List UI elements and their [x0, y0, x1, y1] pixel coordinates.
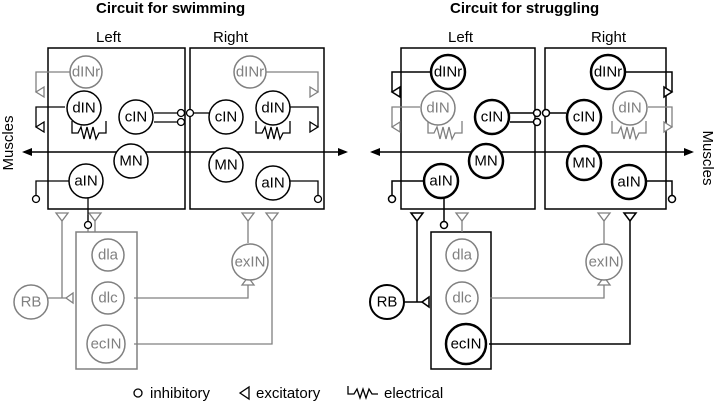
svg-text:RB: RB: [377, 294, 398, 311]
svg-text:aIN: aIN: [74, 173, 97, 190]
left-hemicord-box: [400, 47, 536, 210]
left-cIN-neuron: cIN: [118, 99, 154, 135]
svg-text:MN: MN: [119, 153, 142, 170]
RB-neuron: RB: [13, 284, 49, 320]
excitatory-synapse-icon: [238, 385, 250, 401]
muscle-arrow: [370, 148, 694, 156]
svg-text:cIN: cIN: [481, 109, 504, 126]
panel-title: Circuit for struggling: [450, 0, 599, 17]
svg-text:aIN: aIN: [429, 173, 452, 190]
electrical-synapse-icon: [347, 386, 378, 401]
panel-struggling: Circuit for struggling Left Right Muscle…: [369, 0, 714, 370]
right-cIN-neuron: cIN: [565, 98, 603, 136]
legend-excitatory: excitatory: [256, 385, 321, 402]
left-cIN-neuron: cIN: [473, 98, 511, 136]
svg-text:aIN: aIN: [261, 175, 284, 192]
left-dIN-neuron: dIN: [420, 90, 456, 126]
right-aIN-neuron: aIN: [610, 163, 648, 201]
svg-text:RB: RB: [21, 294, 42, 311]
sensory-pathway-box: [75, 231, 138, 370]
svg-text:dINr: dINr: [236, 64, 264, 81]
right-label: Right: [591, 29, 627, 46]
left-dINr-neuron: dINr: [429, 53, 467, 91]
panel-title: Circuit for swimming: [96, 0, 245, 17]
legend: inhibitory excitatory electrical: [133, 385, 443, 402]
svg-text:dla: dla: [452, 247, 473, 264]
svg-text:dIN: dIN: [618, 100, 641, 117]
right-label: Right: [213, 29, 249, 46]
svg-text:ecIN: ecIN: [451, 336, 482, 353]
exIN-neuron: exIN: [585, 243, 623, 281]
ecIN-neuron: ecIN: [86, 324, 126, 364]
svg-text:dIN: dIN: [261, 100, 284, 117]
right-hemicord-box: [189, 47, 325, 210]
right-aIN-neuron: aIN: [255, 165, 291, 201]
svg-text:dla: dla: [98, 247, 119, 264]
svg-text:dIN: dIN: [72, 100, 95, 117]
ecIN-neuron: ecIN: [444, 322, 488, 366]
left-aIN-neuron: aIN: [68, 163, 104, 199]
left-dIN-neuron: dIN: [66, 90, 102, 126]
dla-neuron: dla: [445, 238, 479, 272]
right-dIN-neuron: dIN: [612, 90, 648, 126]
right-dIN-neuron: dIN: [255, 90, 291, 126]
swimming-core-wiring: [31, 106, 323, 230]
svg-text:MN: MN: [572, 155, 595, 172]
exIN-neuron: exIN: [231, 243, 269, 281]
left-MN-neuron: MN: [113, 143, 149, 179]
left-MN-neuron: MN: [467, 142, 505, 180]
right-MN-neuron: MN: [208, 147, 244, 183]
RB-neuron: RB: [369, 284, 405, 320]
left-hemicord-box: [47, 47, 186, 210]
svg-text:cIN: cIN: [125, 109, 148, 126]
inhibitory-synapse-icon: [133, 388, 143, 398]
svg-text:exIN: exIN: [235, 254, 266, 271]
muscle-arrow: [22, 148, 348, 156]
legend-inhibitory: inhibitory: [150, 385, 211, 402]
svg-text:dlc: dlc: [452, 290, 472, 307]
muscles-label: Muscles: [0, 115, 17, 170]
struggling-inactive-wiring: [390, 106, 674, 299]
right-cIN-neuron: cIN: [208, 99, 244, 135]
svg-text:dINr: dINr: [594, 64, 622, 81]
left-aIN-neuron: aIN: [422, 162, 460, 200]
svg-text:MN: MN: [214, 157, 237, 174]
struggling-active-wiring: [387, 71, 677, 345]
right-dINr-neuron: dINr: [233, 55, 267, 89]
dla-neuron: dla: [91, 238, 125, 272]
dlc-neuron: dlc: [91, 281, 125, 315]
svg-text:dIN: dIN: [426, 100, 449, 117]
svg-text:dINr: dINr: [72, 64, 100, 81]
sensory-pathway-box: [430, 231, 492, 370]
swimming-wiring: [34, 71, 320, 345]
svg-text:ecIN: ecIN: [91, 336, 122, 353]
svg-text:exIN: exIN: [589, 254, 620, 271]
panel-swimming: Circuit for swimming Left Right Muscles: [0, 0, 348, 370]
svg-text:aIN: aIN: [617, 174, 640, 191]
svg-text:cIN: cIN: [573, 109, 596, 126]
legend-electrical: electrical: [384, 385, 443, 402]
left-dINr-neuron: dINr: [69, 55, 103, 89]
svg-text:dlc: dlc: [98, 290, 118, 307]
svg-text:MN: MN: [474, 153, 497, 170]
dlc-neuron: dlc: [445, 281, 479, 315]
svg-text:dINr: dINr: [434, 64, 462, 81]
left-label: Left: [96, 29, 122, 46]
right-MN-neuron: MN: [565, 144, 603, 182]
svg-text:cIN: cIN: [215, 109, 238, 126]
right-dINr-neuron: dINr: [589, 53, 627, 91]
left-label: Left: [448, 29, 474, 46]
muscles-label: Muscles: [699, 130, 714, 185]
